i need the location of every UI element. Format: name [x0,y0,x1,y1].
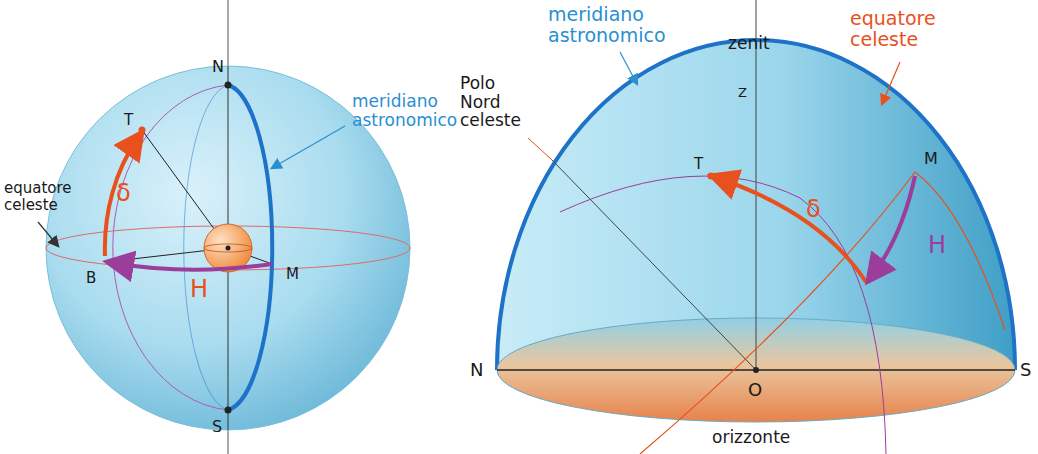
circle-name: meridiano astronomico [352,92,448,129]
angle-symbol: H [190,276,208,302]
angle-symbol: H [928,232,946,258]
circle-name: meridiano astronomico [548,4,678,46]
point-letter: B [86,270,96,287]
point-letter: M [286,266,299,283]
pole-letter: N [212,58,224,76]
pole-letter: S [212,418,222,436]
point-letter: O [748,380,762,400]
cardinal-letter: N [470,360,483,380]
cardinal-letter: S [1020,360,1031,380]
point-letter: T [124,112,133,129]
angle-symbol: δ [806,196,821,222]
point-letter: T [694,156,703,173]
point-letter: Z [738,86,747,100]
direction-name: zenit [728,34,770,53]
point-letter: M [924,150,938,168]
circle-name: equatore celeste [4,180,88,213]
pole-name: Polo Nord celeste [460,74,534,130]
circle-name: equatore celeste [850,8,960,50]
angle-symbol: δ [116,180,131,206]
plane-name: orizzonte [712,428,790,447]
